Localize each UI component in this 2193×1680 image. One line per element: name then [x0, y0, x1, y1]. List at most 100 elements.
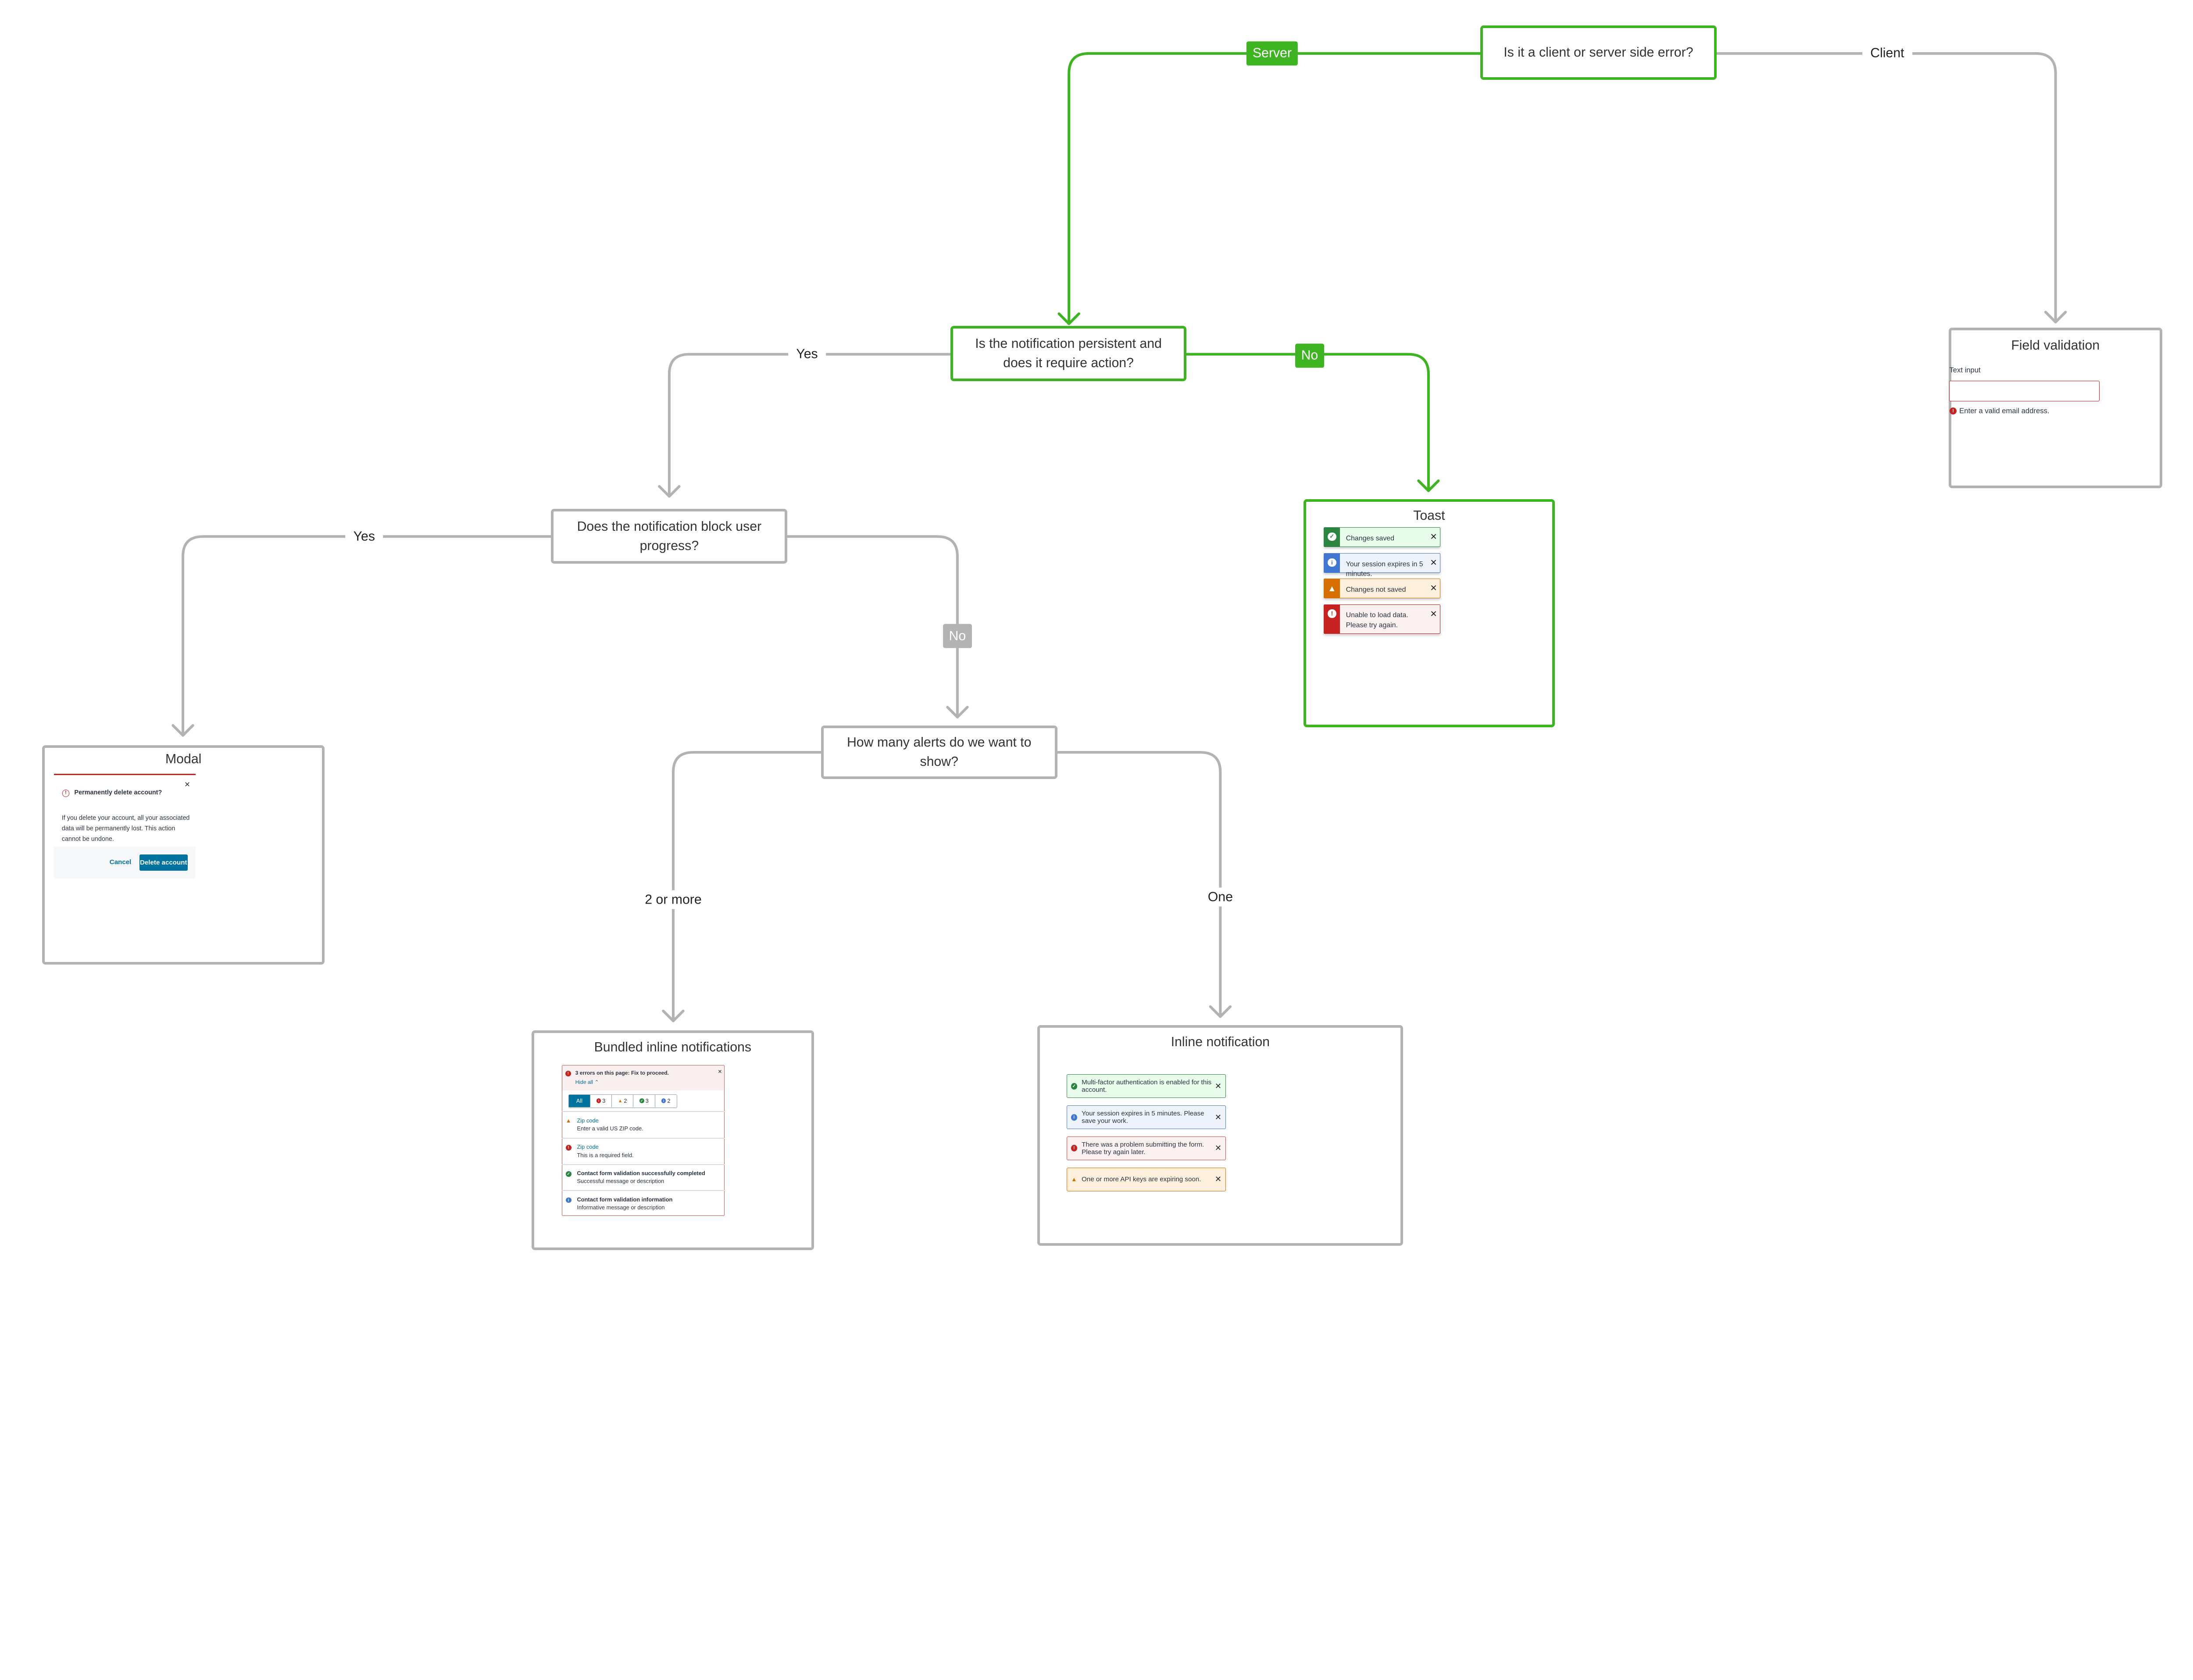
edge-label-q3-no: No — [943, 624, 972, 648]
error-icon: ! — [1950, 407, 1957, 415]
success-icon: ✓ — [1071, 1083, 1077, 1090]
item-title: Zip code — [577, 1144, 599, 1151]
close-icon[interactable]: ✕ — [1430, 609, 1437, 619]
decision-block-progress: Does the notification block user progres… — [551, 509, 788, 564]
edge-q4-one — [1056, 751, 1232, 1018]
alert-circle-icon: ! — [62, 789, 70, 797]
card-title: Field validation — [2011, 338, 2100, 353]
text-input[interactable] — [1949, 381, 2100, 402]
info-icon: i — [661, 1098, 666, 1103]
field-error: ! Enter a valid email address. — [1950, 407, 2049, 415]
edge-label-q2-no: No — [1295, 343, 1324, 368]
hide-all-label: Hide all — [575, 1079, 593, 1085]
decision-alert-count: How many alerts do we want to show? — [821, 725, 1057, 779]
bundled-notification — [561, 1065, 725, 1216]
toast-text: Unable to load data. Please try again. — [1346, 611, 1408, 629]
close-icon[interactable]: ✕ — [1214, 1175, 1222, 1184]
edge-q2-yes — [658, 353, 952, 498]
toast-text: Changes saved — [1346, 534, 1394, 542]
card-title: Inline notification — [1171, 1035, 1270, 1050]
inline-error: ! There was a problem submitting the form… — [1066, 1136, 1226, 1160]
tab-count: 2 — [624, 1097, 627, 1105]
modal-body: If you delete your account, all your ass… — [61, 814, 190, 843]
bundled-item-success: ✓ Contact form validation successfully co… — [561, 1164, 725, 1190]
inline-card: Inline notification — [1037, 1025, 1404, 1246]
inline-text: Your session expires in 5 minutes. Pleas… — [1082, 1110, 1204, 1125]
cancel-button[interactable]: Cancel — [109, 858, 132, 866]
decision-text: Is it a client or server side error? — [1504, 45, 1693, 60]
item-title: Contact form validation successfully com… — [577, 1170, 705, 1177]
inline-info: i Your session expires in 5 minutes. Plea… — [1066, 1105, 1226, 1130]
toast-success: ✓ Changes saved ✕ — [1323, 527, 1441, 547]
info-icon: i — [1071, 1114, 1077, 1121]
close-icon[interactable]: ✕ — [1214, 1144, 1222, 1153]
delete-account-button[interactable]: Delete account — [139, 854, 188, 871]
edge-label-client: Client — [1862, 44, 1912, 63]
edge-q3-yes — [171, 535, 553, 737]
tab-count: 3 — [602, 1097, 606, 1105]
edge-server — [1057, 52, 1482, 325]
item-desc: Enter a valid US ZIP code. — [577, 1125, 643, 1132]
hide-all-link[interactable]: Hide all ⌃ — [575, 1079, 599, 1085]
check-circle-icon: ✓ — [1328, 532, 1336, 541]
close-icon[interactable]: ✕ — [1430, 558, 1437, 568]
tab-count: 3 — [645, 1097, 649, 1105]
close-icon[interactable]: ✕ — [1430, 532, 1437, 542]
warning-icon: ▲ — [1071, 1176, 1077, 1183]
error-icon: ! — [1328, 609, 1336, 618]
decision-persistent: Is the notification persistent and does … — [950, 326, 1187, 381]
connectors — [171, 52, 2067, 1022]
item-desc: Successful message or description — [577, 1178, 664, 1185]
tab-all[interactable]: All — [568, 1094, 590, 1107]
error-icon: ! — [565, 1145, 571, 1151]
error-icon: ! — [596, 1098, 601, 1103]
success-icon: ✓ — [565, 1171, 571, 1177]
modal-close-icon[interactable]: ✕ — [184, 780, 191, 789]
modal-danger-bar — [54, 774, 196, 776]
toast-info: i Your session expires in 5 minutes. ✕ — [1323, 553, 1441, 578]
bundled-close-icon[interactable]: ✕ — [718, 1068, 722, 1075]
edge-q3-no — [786, 535, 969, 718]
inline-text: There was a problem submitting the form.… — [1082, 1140, 1204, 1156]
warning-icon: ▲ — [1328, 583, 1336, 593]
item-title: Contact form validation information — [577, 1196, 673, 1203]
decision-text: How many alerts do we want to show? — [846, 735, 1032, 769]
bundled-header — [562, 1065, 724, 1091]
info-icon: i — [1328, 558, 1336, 567]
close-icon[interactable]: ✕ — [1214, 1112, 1222, 1122]
tab-count: 2 — [667, 1097, 671, 1105]
tab-success[interactable]: ✓3 — [633, 1094, 655, 1107]
toast-text: Your session expires in 5 minutes. — [1346, 560, 1423, 578]
card-title: Bundled inline notifications — [594, 1040, 752, 1054]
decision-text: Does the notification block user progres… — [577, 519, 762, 553]
tab-errors[interactable]: !3 — [590, 1094, 612, 1107]
toast-text: Changes not saved — [1346, 586, 1406, 593]
warning-icon: ▲ — [565, 1117, 571, 1124]
chevron-up-icon: ⌃ — [594, 1079, 599, 1085]
inline-text: Multi-factor authentication is enabled f… — [1082, 1079, 1212, 1094]
close-icon[interactable]: ✕ — [1430, 583, 1437, 593]
toast-error: ! Unable to load data. Please try again.… — [1323, 604, 1441, 634]
edge-client — [1715, 52, 2067, 324]
item-title: Zip code — [577, 1117, 599, 1124]
modal-heading: Permanently delete account? — [74, 789, 162, 797]
field-validation-card: Field validation — [1948, 328, 2162, 488]
tab-warnings[interactable]: ▲2 — [612, 1094, 634, 1107]
info-icon: i — [565, 1197, 571, 1203]
edge-label-q3-yes: Yes — [345, 527, 383, 546]
error-icon: ! — [1071, 1145, 1077, 1152]
close-icon[interactable]: ✕ — [1214, 1081, 1222, 1090]
inline-text: One or more API keys are expiring soon. — [1082, 1176, 1201, 1183]
edge-label-server: Server — [1247, 41, 1298, 66]
edge-q2-no — [1185, 353, 1440, 492]
item-desc: This is a required field. — [577, 1151, 634, 1158]
text-input-label: Text input — [1949, 366, 1981, 375]
edge-label-q2-yes: Yes — [788, 345, 826, 364]
warning-icon: ▲ — [618, 1098, 623, 1104]
decision-text: Is the notification persistent and does … — [975, 336, 1162, 371]
decision-client-server: Is it a client or server side error? — [1480, 25, 1717, 80]
inline-warning: ▲ One or more API keys are expiring soon.… — [1066, 1167, 1226, 1191]
